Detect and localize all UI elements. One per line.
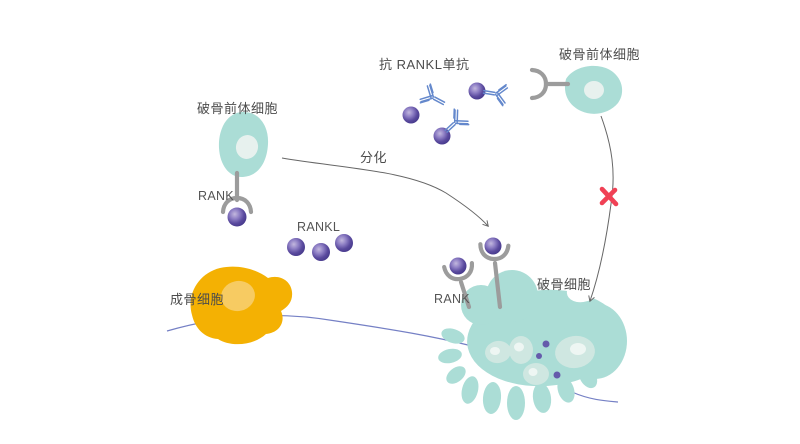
precursor-left-nucleus: [235, 135, 259, 159]
osteoclast-cell: [438, 270, 627, 420]
label-rank-osteoclast: RANK: [434, 292, 470, 306]
antibody-icon: [481, 80, 509, 107]
precursor-right-nucleus: [584, 81, 604, 99]
label-precursor-left: 破骨前体细胞: [197, 101, 279, 116]
differentiation-arrow: [281, 157, 489, 228]
label-osteoblast: 成骨细胞: [170, 292, 225, 307]
membrane-notch: [566, 273, 606, 303]
antibody-icon: [418, 82, 450, 114]
osteoclast-nucleoli: [490, 342, 586, 376]
label-rank-left: RANK: [198, 189, 234, 203]
rankl-sphere-bound: [449, 257, 467, 275]
rankl-spheres-free: [287, 234, 353, 261]
label-precursor-right: 破骨前体细胞: [559, 47, 641, 62]
rank-receptor-osteoclast-left: [444, 257, 474, 310]
label-rankl: RANKL: [297, 220, 341, 234]
osteoblast-cell: [190, 266, 293, 345]
precursor-cell-left: [218, 111, 269, 227]
label-differentiation: 分化: [360, 150, 388, 165]
rankl-sphere-captured: [402, 106, 420, 124]
label-anti-rankl-mab: 抗 RANKL单抗: [379, 57, 470, 72]
precursor-cell-right: [532, 65, 623, 114]
anti-rankl-antibodies: [402, 80, 509, 145]
vesicle-dots: [536, 340, 561, 379]
rankl-sphere-captured: [433, 127, 451, 145]
rankl-sphere-captured: [468, 82, 486, 100]
label-osteoclast: 破骨细胞: [537, 277, 592, 292]
blocked-pathway-arrow: [588, 115, 614, 303]
blocked-cross-icon: [599, 186, 619, 207]
osteoblast-nucleus: [221, 280, 255, 312]
empty-rank-receptor: [532, 70, 546, 98]
rankl-sphere-bound: [484, 237, 502, 255]
rankl-sphere-bound: [227, 207, 247, 227]
rank-receptor-osteoclast-right: [480, 237, 509, 310]
